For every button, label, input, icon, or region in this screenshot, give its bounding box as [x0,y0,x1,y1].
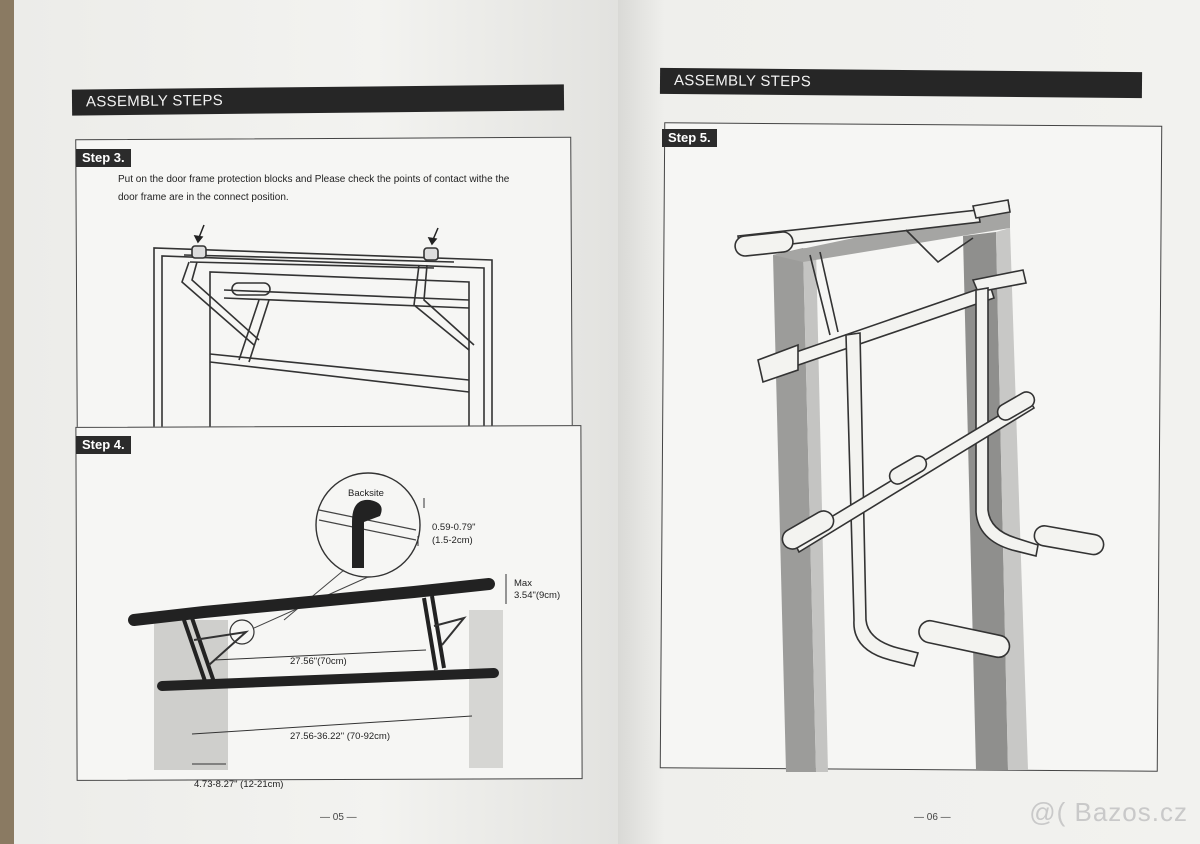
manual-page-right: ASSEMBLY STEPS Step 5. [618,0,1200,844]
frame-depth-label: 4.73-8.27" (12-21cm) [194,779,284,790]
manual-page-left: ASSEMBLY STEPS Step 3. Put on the door f… [14,0,618,844]
step3-instruction-line2: door frame are in the connect position. [118,192,289,203]
inner-width-label: 27.56"(70cm) [290,656,347,667]
step5-tag: Step 5. [662,129,717,147]
page-number: — 05 — [320,812,357,823]
step3-tag: Step 3. [76,149,131,167]
max-value-label: 3.54"(9cm) [514,590,561,601]
door-width-label: 27.56-36.22" (70-92cm) [290,731,391,742]
gap-inch-label: 0.59-0.79" [432,522,476,533]
step4-illustration [128,472,507,770]
page-number: — 06 — [914,812,951,823]
callout-title: Backsite [348,488,384,499]
step5-illustration [734,199,1105,772]
step4-tag: Step 4. [76,436,131,454]
max-label: Max [514,578,532,589]
step3-illustration [153,224,493,430]
watermark: @( Bazos.cz [1029,797,1188,827]
step3-instruction-line1: Put on the door frame protection blocks … [118,174,510,185]
gap-cm-label: (1.5-2cm) [432,535,473,546]
